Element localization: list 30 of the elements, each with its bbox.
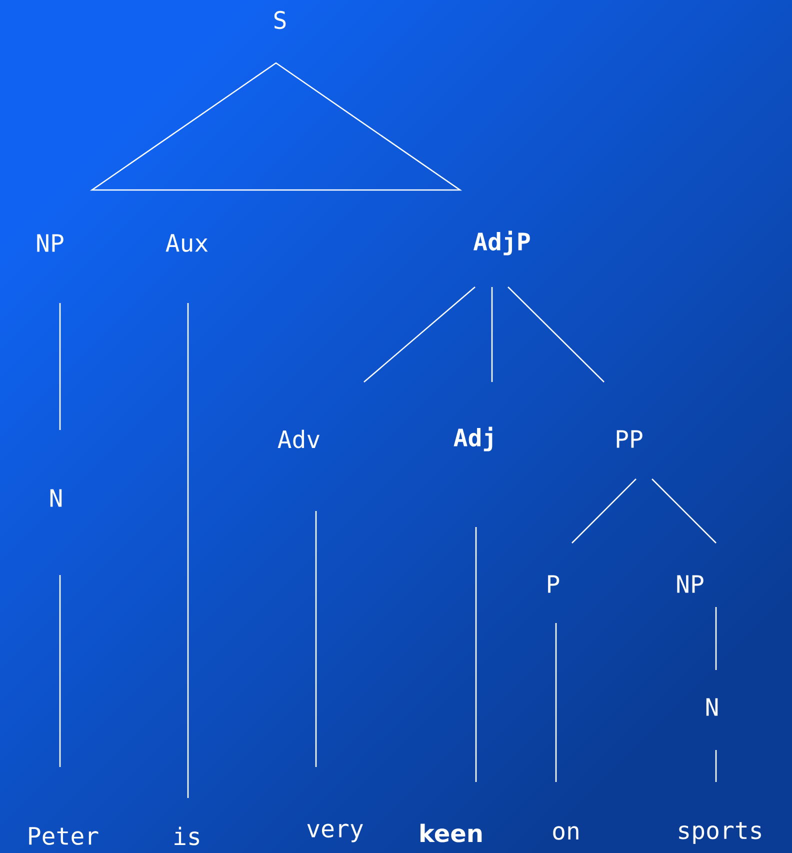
tree-branch [59,575,61,767]
category-label: Adj [454,426,492,452]
tree-branch [508,286,604,382]
category-label: S [274,10,286,30]
category-label: PP [616,430,642,448]
category-label: NP [37,234,64,252]
category-label: AdjP [474,230,530,256]
category-label: Adv [278,430,320,448]
tree-branch [555,623,557,782]
tree-branch [715,750,717,782]
word-label: keen [420,824,482,842]
tree-branch [475,527,477,782]
tree-branch [364,286,476,382]
tree-branch [572,478,636,544]
word-label: Peter [29,827,98,845]
category-label: P [548,575,560,593]
tree-branch [315,511,317,767]
word-label: is [174,826,200,846]
category-label: N [50,489,62,507]
tree-branch [652,478,716,544]
tree-branch [715,607,717,670]
tree-branch [491,287,493,382]
word-label: sports [679,822,761,844]
tree-branch [187,303,189,798]
tree-branch [59,303,61,430]
word-label: on [553,826,578,840]
category-label: Aux [166,234,208,252]
category-label: N [706,698,718,716]
category-label: NP [677,575,704,593]
word-label: very [307,824,363,842]
